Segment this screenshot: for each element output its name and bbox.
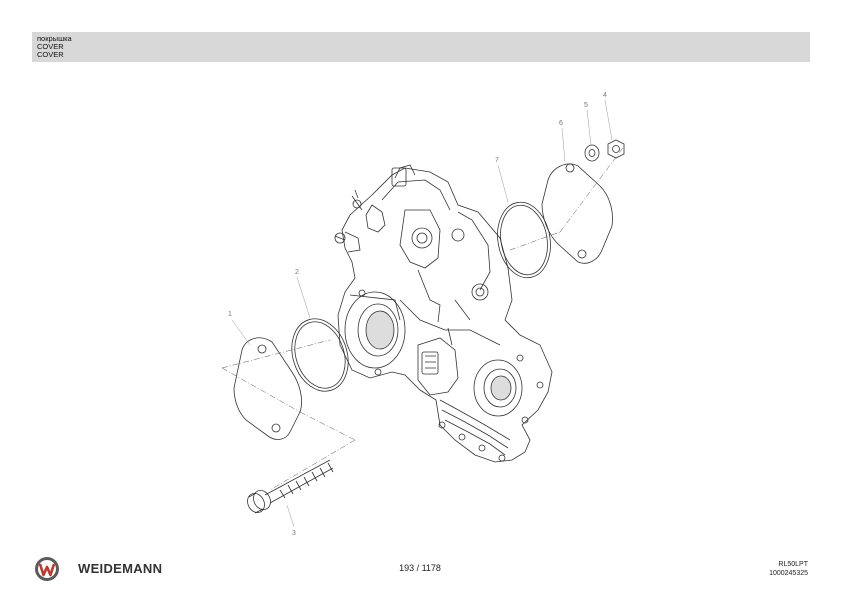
page-number: 193 / 1178: [399, 563, 441, 573]
document-code: RL50LPT 1000245325: [769, 560, 808, 578]
weidemann-logo-icon: [34, 556, 60, 582]
page-header-band: покрышка COVER COVER: [32, 32, 810, 62]
title-english-secondary: COVER: [37, 50, 64, 59]
callout-7: 7: [495, 157, 499, 164]
callout-1: 1: [228, 311, 232, 318]
timing-case-housing: [334, 164, 553, 463]
cap-nut: [607, 139, 625, 159]
model-code: RL50LPT: [778, 561, 808, 568]
title-russian: покрышка: [37, 34, 72, 43]
long-bolt: [247, 459, 334, 514]
callout-5: 5: [584, 102, 588, 109]
sealing-washer: [584, 144, 600, 162]
assembly-axis-lines: [221, 144, 626, 491]
callout-3: 3: [292, 530, 296, 537]
callout-2: 2: [295, 269, 299, 276]
callout-6: 6: [559, 120, 563, 127]
brand-name: WEIDEMANN: [78, 561, 163, 576]
o-ring-left: [291, 318, 349, 392]
callout-4: 4: [603, 92, 607, 99]
part-number: 1000245325: [769, 570, 808, 577]
callout-leaders: [231, 99, 613, 528]
title-english: COVER: [37, 42, 64, 51]
o-ring-right: [497, 201, 551, 279]
cover-plate-right: [541, 163, 613, 264]
cover-plate-left: [233, 337, 302, 440]
